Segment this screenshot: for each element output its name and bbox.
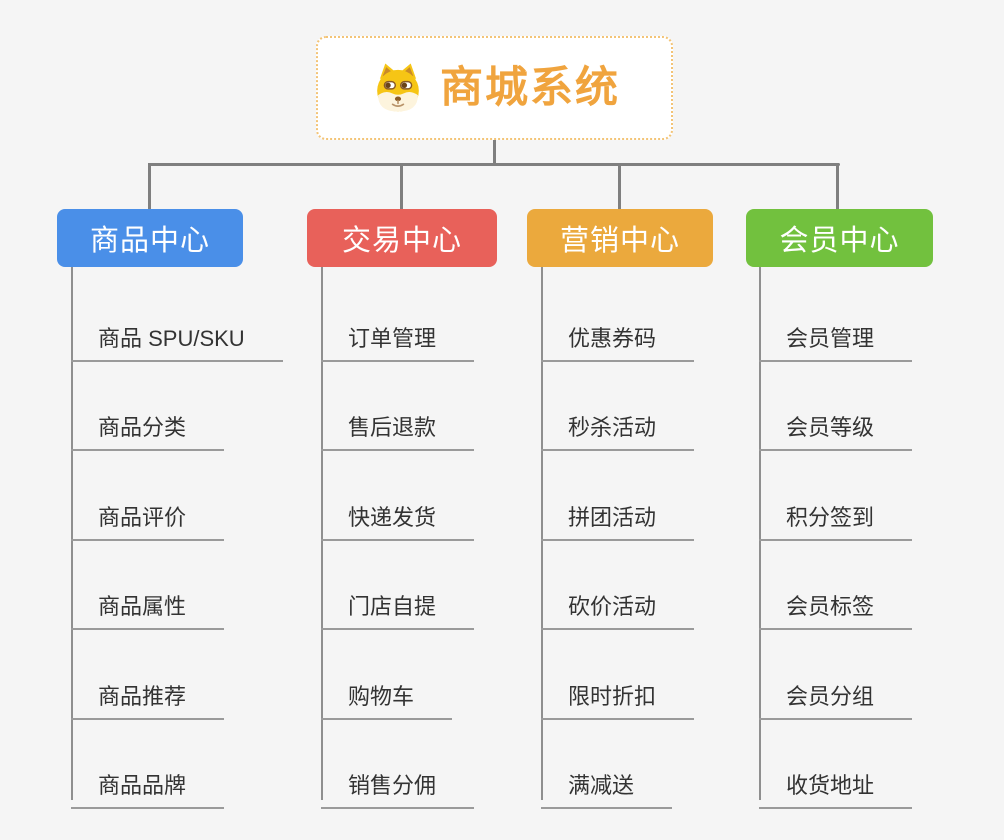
branch-member-center[interactable]: 会员中心: [746, 209, 933, 267]
sub-item[interactable]: 订单管理: [321, 306, 475, 362]
connector-drop-trade: [400, 163, 403, 210]
sub-item[interactable]: 限时折扣: [541, 664, 695, 720]
sub-item[interactable]: 商品品牌: [71, 753, 225, 809]
connector-horizontal-bar: [149, 163, 840, 166]
root-title: 商城系统: [440, 63, 620, 112]
dog-face-icon: [369, 59, 427, 117]
connector-drop-product: [148, 163, 151, 210]
connector-drop-member: [836, 163, 839, 210]
sub-item[interactable]: 商品 SPU/SKU: [71, 306, 283, 362]
sub-item[interactable]: 会员等级: [759, 395, 913, 451]
branch-product-center[interactable]: 商品中心: [57, 209, 243, 267]
sub-item[interactable]: 商品评价: [71, 485, 225, 541]
branch-spine-marketing: [541, 267, 543, 800]
sub-item[interactable]: 会员标签: [759, 574, 913, 630]
branch-spine-product: [71, 267, 73, 800]
sub-item[interactable]: 销售分佣: [321, 753, 475, 809]
sub-item[interactable]: 积分签到: [759, 485, 913, 541]
sub-item[interactable]: 拼团活动: [541, 485, 695, 541]
sub-item[interactable]: 收货地址: [759, 753, 913, 809]
connector-drop-marketing: [618, 163, 621, 210]
branch-marketing-center[interactable]: 营销中心: [527, 209, 713, 267]
sub-item[interactable]: 优惠券码: [541, 306, 695, 362]
sub-item[interactable]: 快递发货: [321, 485, 475, 541]
branch-spine-trade: [321, 267, 323, 800]
sub-item[interactable]: 售后退款: [321, 395, 475, 451]
sub-item[interactable]: 商品属性: [71, 574, 225, 630]
sub-item[interactable]: 满减送: [541, 753, 673, 809]
branch-spine-member: [759, 267, 761, 800]
sub-item[interactable]: 购物车: [321, 664, 453, 720]
branch-trade-center[interactable]: 交易中心: [307, 209, 497, 267]
root-node[interactable]: 商城系统: [316, 36, 673, 140]
sub-item[interactable]: 砍价活动: [541, 574, 695, 630]
sub-item[interactable]: 会员管理: [759, 306, 913, 362]
sub-item[interactable]: 会员分组: [759, 664, 913, 720]
sub-item[interactable]: 秒杀活动: [541, 395, 695, 451]
sub-item[interactable]: 门店自提: [321, 574, 475, 630]
sub-item[interactable]: 商品分类: [71, 395, 225, 451]
connector-root-stub: [493, 140, 496, 166]
sub-item[interactable]: 商品推荐: [71, 664, 225, 720]
